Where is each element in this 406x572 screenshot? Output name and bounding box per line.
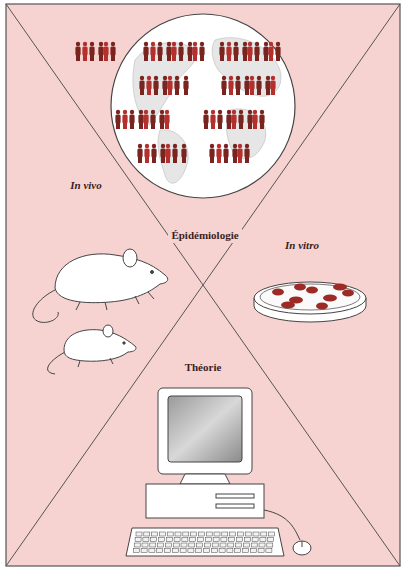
quadrant-label: In vitro [282,239,322,252]
rat [33,249,168,322]
petri-dish [254,282,366,322]
globe [75,14,295,198]
diagonal [6,4,400,566]
quadrant-label: In vivo [67,179,104,192]
computer [126,388,311,556]
quadrant-label: Épidémiologie [168,229,241,242]
diagonal [6,4,400,566]
mouse [48,325,136,374]
quadrant-label: Théorie [182,361,225,374]
frame [6,4,400,566]
